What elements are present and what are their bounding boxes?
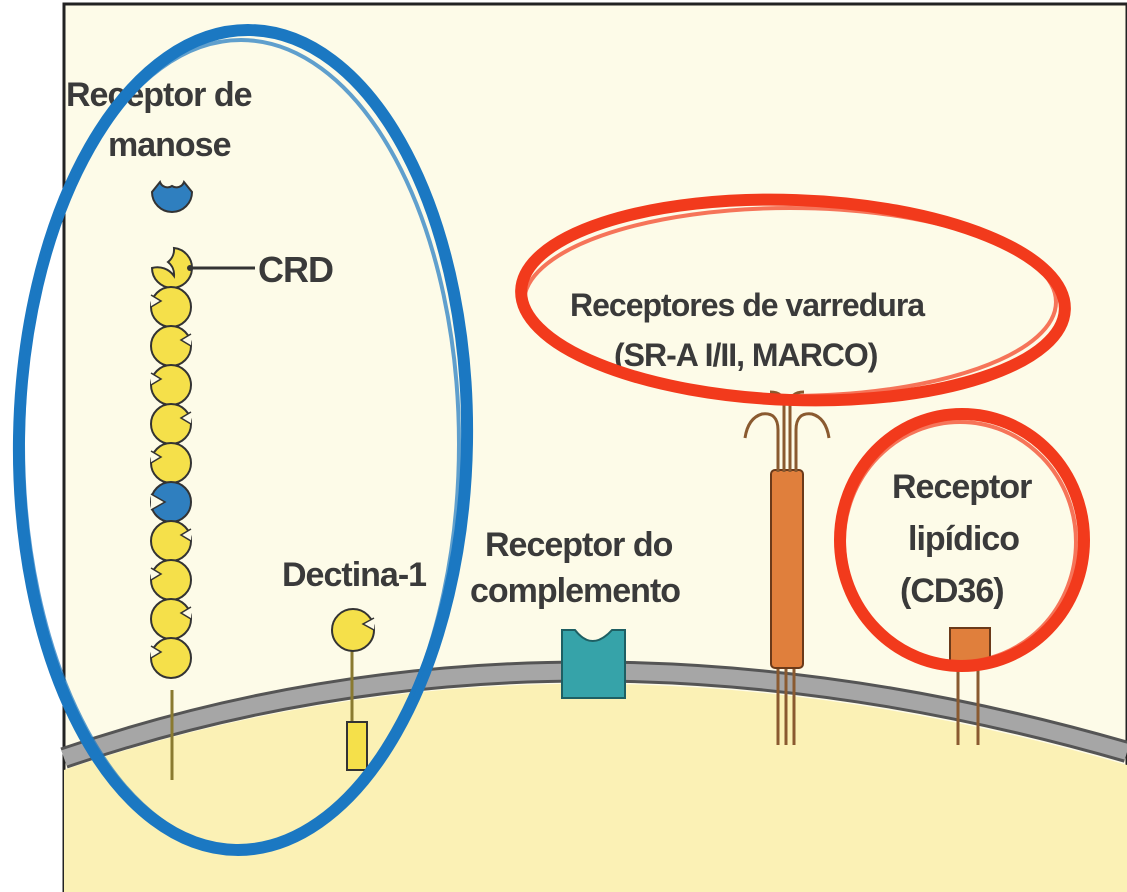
crd-domain-5 <box>150 403 192 445</box>
mannose-receptor-label-line2: manose <box>108 126 231 164</box>
highlight-annotations <box>12 24 1090 856</box>
crd-domain-8 <box>150 559 192 601</box>
mannose-receptor-top-domain <box>150 179 194 213</box>
dectin-1-domain <box>331 608 375 652</box>
crd-label: CRD <box>258 249 333 290</box>
red-highlight-lipid <box>834 408 1090 672</box>
complement-receptor-body <box>561 629 626 699</box>
scavenger-receptor <box>743 390 831 745</box>
crd-domain-4 <box>150 364 192 406</box>
cell-cytoplasm <box>64 683 1127 892</box>
blue-highlight-ellipse <box>12 24 474 856</box>
lipid-receptor-label-line3: (CD36) <box>900 572 1004 610</box>
complement-receptor <box>561 629 626 699</box>
crd-domain-2 <box>150 286 192 328</box>
complement-receptor-label-line1: Receptor do <box>485 526 673 564</box>
crd-pointer-dot <box>187 265 193 271</box>
scavenger-receptor-body <box>770 469 804 669</box>
crd-domain-10 <box>150 637 192 679</box>
lipid-receptor-label-line1: Receptor <box>892 468 1032 506</box>
crd-domain-9 <box>150 598 192 640</box>
crd-domain-7 <box>150 520 192 562</box>
dectin-1-transmembrane <box>346 721 368 771</box>
mannose-receptor <box>150 179 255 780</box>
crd-domain-6 <box>150 442 192 484</box>
mannose-receptor-label-line1: Receptor de <box>66 76 252 114</box>
cd36-body <box>949 627 991 665</box>
lipid-receptor-cd36 <box>949 627 991 745</box>
red-highlight-scavenger-echo <box>522 206 1058 398</box>
complement-receptor-label-line2: complemento <box>470 572 680 610</box>
red-highlight-scavenger <box>515 193 1071 407</box>
dectin-1-receptor <box>331 608 375 771</box>
scavenger-receptor-label-line1: Receptores de varredura <box>570 287 925 323</box>
lipid-receptor-label-line2: lipídico <box>908 520 1019 558</box>
dectin-1-notch <box>361 617 375 631</box>
dectin-1-label: Dectina-1 <box>282 556 426 594</box>
blue-highlight-ellipse-echo <box>21 38 461 850</box>
crd-domain-3 <box>150 325 192 367</box>
scavenger-receptor-label-line2: (SR-A I/II, MARCO) <box>614 337 878 373</box>
domain-notches <box>150 294 192 659</box>
red-highlight-lipid-echo <box>842 420 1078 664</box>
